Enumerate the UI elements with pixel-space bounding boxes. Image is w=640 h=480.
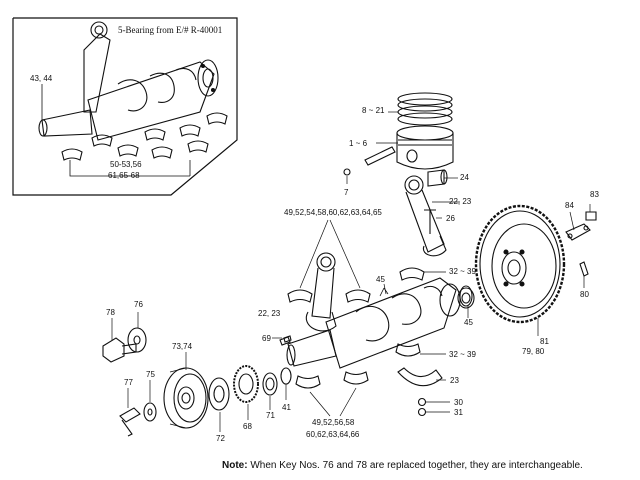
label-lockplate: 80 [580,290,589,299]
bearing-leaders-top [299,219,361,289]
label-ring-gear: 84 [565,201,574,210]
label-key69: 69 [262,334,271,343]
key-69 [272,335,292,343]
main-crankshaft [286,277,475,369]
label-bush: 24 [460,173,469,182]
piston-pin [364,146,396,166]
washer-75 [143,380,157,422]
bearing-shells-lower [295,343,446,389]
label-bolt77: 77 [124,378,133,387]
label-washer75: 75 [146,370,155,379]
main-connecting-rod [305,252,337,332]
ring-bolt-83 [585,204,597,221]
oil-seal-72 [208,377,230,432]
label-gear68: 68 [243,422,252,431]
label-lower-shell: 32 ~ 39 [449,350,476,359]
inset-title: 5-Bearing from E/# R-40001 [118,25,223,35]
label-ring-bolt: 83 [590,190,599,199]
cap-nuts [417,397,450,417]
timing-gear-68 [233,365,259,420]
label-upper-shell: 32 ~ 39 [449,267,476,276]
label-flywheel-b: 79, 80 [522,347,545,356]
pin-80 [579,261,589,288]
label-43-44: 43, 44 [30,74,53,83]
label-key45a: 45 [376,275,385,284]
label-rod-bolt-nut: 22, 23 [449,197,472,206]
label-seal72: 72 [216,434,225,443]
crank-pulley [163,352,209,429]
label-flywheel-a: 81 [540,337,549,346]
label-key45b: 45 [464,318,473,327]
bearing-shells-upper [287,267,446,303]
flywheel [474,204,566,336]
label-nut31: 31 [454,408,463,417]
ring-71 [262,372,278,410]
rod-cap [397,367,446,387]
label-pin-clip: 7 [344,188,349,197]
lock-plate [565,211,591,241]
note-prefix: Note: [222,460,248,471]
label-cap-nut: 23 [450,376,459,385]
label-bearings-top: 49,52,54,58,60,62,63,64,65 [284,208,382,217]
ring-41 [280,367,292,400]
key-45-top [383,283,387,295]
label-piston: 1 ~ 6 [349,139,368,148]
bolt-77 [119,388,141,437]
label-bearings-bottom-a: 49,52,56,58 [312,418,355,427]
label-pulley: 73,74 [172,342,193,351]
label-61-68: 61,65-68 [108,171,140,180]
label-ring71: 71 [266,411,275,420]
piston-rings [388,92,453,126]
piston [376,125,454,170]
label-ring41: 41 [282,403,291,412]
inset-frame [12,17,238,196]
label-rod-bolt: 26 [446,214,455,223]
label-bolt78: 78 [106,308,115,317]
label-piston-rings: 8 ~ 21 [362,106,385,115]
connecting-rod-upper [404,175,460,257]
small-end-bush [427,169,458,187]
label-50-56: 50-53,56 [110,160,142,169]
label-rod-main: 22, 23 [258,309,281,318]
washer-76 [127,312,147,353]
label-washer76: 76 [134,300,143,309]
replacement-note: Note: When Key Nos. 76 and 78 are replac… [222,460,583,471]
label-nut30: 30 [454,398,463,407]
bearing-leaders-bottom [309,387,357,417]
pin-clip [343,168,351,184]
label-bearings-bottom-b: 60,62,63,64,66 [306,430,360,439]
front-bolt-78 [102,318,137,363]
rod-bolt [424,209,442,234]
note-text: When Key Nos. 76 and 78 are replaced tog… [250,460,583,471]
inset-crankshaft [38,21,219,141]
inset-bearing-shells [41,84,228,177]
seal-45 [459,285,473,318]
